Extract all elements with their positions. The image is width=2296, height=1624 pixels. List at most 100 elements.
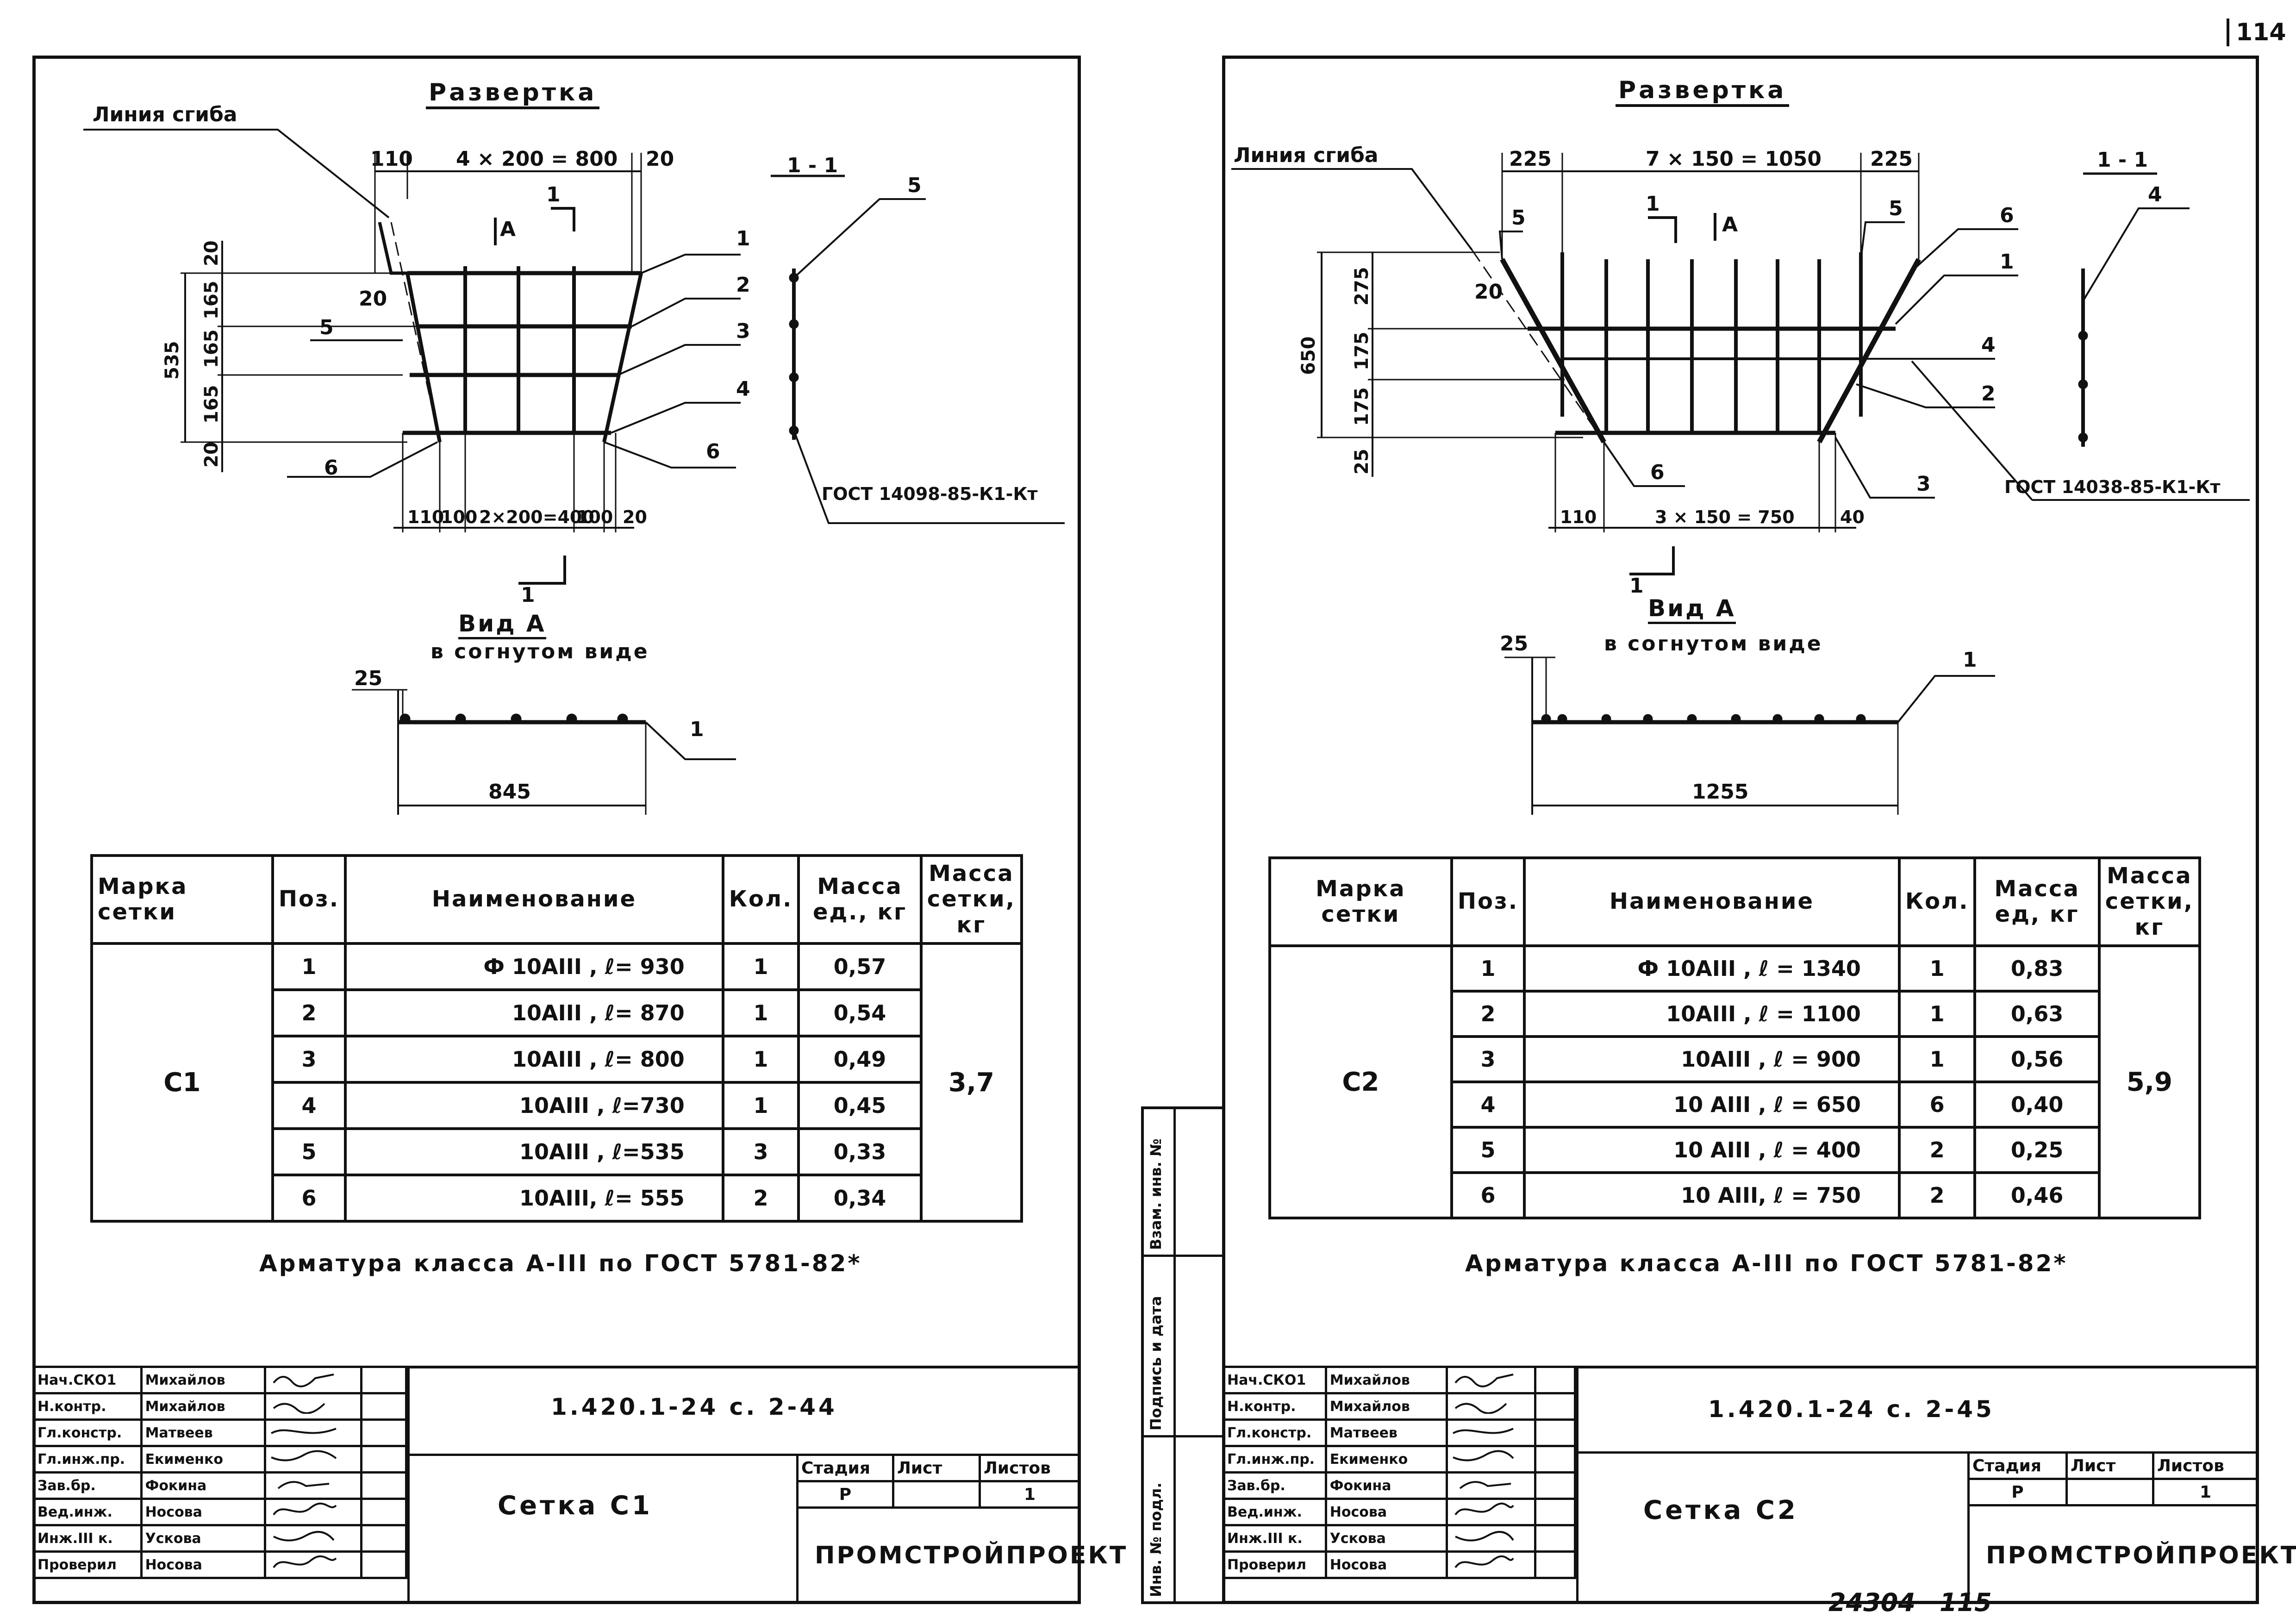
left-cut-mark: 1	[546, 183, 561, 206]
spec-header: Наименование	[1523, 856, 1901, 947]
stamp-role: Проверил	[1222, 1550, 1327, 1579]
stamp-name: Михайлов	[1324, 1366, 1448, 1394]
right-dim-top-left: 225	[1509, 147, 1552, 171]
stamp-name: Носова	[140, 1550, 267, 1579]
stamp-role: Н.контр.	[32, 1392, 143, 1421]
stamp-name: Екименко	[140, 1445, 267, 1474]
stamp-name: Фокина	[1324, 1471, 1448, 1500]
sheets-header: Листов	[979, 1454, 1081, 1482]
stage-header: Стадия	[1967, 1451, 2068, 1480]
signature	[264, 1366, 362, 1394]
archive-number: 24304	[1828, 1588, 1915, 1617]
left-view-a-pos: 1	[690, 718, 704, 741]
stamp-name: Матвеев	[1324, 1418, 1448, 1447]
side-label-replaced-inv: Взам. инв. №	[1147, 1138, 1165, 1250]
stamp-name: Носова	[1324, 1498, 1448, 1526]
stamp-name: Носова	[140, 1498, 267, 1526]
stamp-role: Гл.инж.пр.	[32, 1445, 143, 1474]
right-dim-bot-1: 110	[1560, 507, 1597, 527]
signature	[1445, 1366, 1537, 1394]
spec-name: 10АIII , ℓ=535	[344, 1127, 724, 1176]
spec-name: 10АIII , ℓ= 800	[344, 1035, 724, 1084]
stamp-role: Инж.III к.	[1222, 1524, 1327, 1553]
right-mesh-mark: С2	[1268, 944, 1453, 1219]
right-dim-row-bottom: 25	[1351, 449, 1373, 475]
right-pos-label: 6	[1650, 461, 1665, 484]
sheets-header: Листов	[2152, 1451, 2259, 1480]
stage-value: Р	[1967, 1478, 2068, 1506]
left-dim-height: 535	[162, 341, 183, 380]
spec-mass: 0,63	[1973, 990, 2101, 1038]
left-dim-bot-1: 110	[407, 507, 444, 527]
spec-mass: 0,33	[797, 1127, 923, 1176]
signature	[264, 1418, 362, 1447]
spec-header: Масса ед., кг	[797, 854, 923, 945]
right-view-mark: А	[1722, 213, 1738, 237]
left-section-label: 1 - 1	[787, 154, 838, 177]
spec-header: Кол.	[721, 854, 800, 945]
right-view-a-dim-length: 1255	[1692, 780, 1748, 804]
right-pos-label: 5	[1889, 197, 1903, 220]
signature	[264, 1524, 362, 1553]
stamp-role: Зав.бр.	[32, 1471, 143, 1500]
spec-pos: 3	[1450, 1035, 1526, 1083]
left-pos-label: 6	[706, 440, 720, 463]
left-view-a-dim-length: 845	[488, 780, 531, 804]
sheet-value	[2065, 1478, 2154, 1506]
signature	[1445, 1524, 1537, 1553]
sheet-header: Лист	[892, 1454, 981, 1482]
spec-header: Поз.	[271, 854, 347, 945]
left-organization: ПРОМСТРОЙПРОЕКТ	[815, 1542, 1128, 1569]
left-dim-bot-2: 100	[441, 507, 477, 527]
spec-mass: 0,57	[797, 942, 923, 991]
spec-qty: 1	[721, 942, 800, 991]
right-section-label: 1 - 1	[2097, 148, 2148, 172]
spec-qty: 1	[1897, 990, 1977, 1038]
left-development-drawing: Линия сгиба 110 4 × 200 = 800 20 20 1 - …	[83, 103, 1065, 815]
right-dim-top-mid: 7 × 150 = 1050	[1646, 147, 1822, 171]
spec-qty: 2	[1897, 1126, 1977, 1174]
left-sheet	[32, 56, 1081, 1604]
spec-header: Масса сетки, кг	[919, 854, 1023, 945]
stamp-role: Проверил	[32, 1550, 143, 1579]
spec-pos: 4	[271, 1081, 347, 1130]
right-pos-label: 3	[1916, 472, 1931, 496]
stamp-name: Михайлов	[140, 1392, 267, 1421]
left-dim-row3: 165	[201, 385, 222, 424]
right-dim-row2: 175	[1351, 332, 1373, 371]
left-view-a-dim-top: 25	[354, 667, 382, 690]
right-sheet	[1222, 56, 2259, 1604]
spec-mass: 0,56	[1973, 1035, 2101, 1083]
left-sheet-name: Сетка С1	[498, 1491, 653, 1521]
spec-pos: 2	[1450, 990, 1526, 1038]
spec-header: Марка сетки	[1268, 856, 1453, 947]
left-pos-label: 6	[324, 456, 338, 480]
stamp-name: Фокина	[140, 1471, 267, 1500]
right-pos-label: 1	[2000, 250, 2014, 274]
spec-header: Марка сетки	[90, 854, 274, 945]
spec-mass: 0,40	[1973, 1081, 2101, 1129]
left-dim-row-top: 20	[201, 240, 222, 266]
spec-qty: 2	[1897, 1171, 1977, 1219]
sheet-value	[892, 1480, 981, 1509]
archive-sheet-number: 115	[1940, 1588, 1992, 1617]
spec-name: 10 АIII , ℓ = 400	[1523, 1126, 1901, 1174]
spec-header: Масса ед, кг	[1973, 856, 2101, 947]
signature	[1445, 1498, 1537, 1526]
stamp-role: Вед.инж.	[1222, 1498, 1327, 1526]
spec-mass: 0,46	[1973, 1171, 2101, 1219]
right-cut-mark: 1	[1646, 192, 1660, 216]
spec-pos: 1	[1450, 944, 1526, 993]
right-dim-bot-3: 40	[1840, 507, 1865, 527]
left-pos-label: 5	[319, 316, 334, 339]
spec-qty: 3	[721, 1127, 800, 1176]
right-cut-mark-bottom: 1	[1629, 574, 1644, 598]
spec-name: 10АIII , ℓ = 900	[1523, 1035, 1901, 1083]
right-dim-bend-offset: 20	[1474, 280, 1503, 304]
side-label-signature-date: Подпись и дата	[1147, 1296, 1165, 1430]
spec-mass: 0,49	[797, 1035, 923, 1084]
stamp-role: Вед.инж.	[32, 1498, 143, 1526]
